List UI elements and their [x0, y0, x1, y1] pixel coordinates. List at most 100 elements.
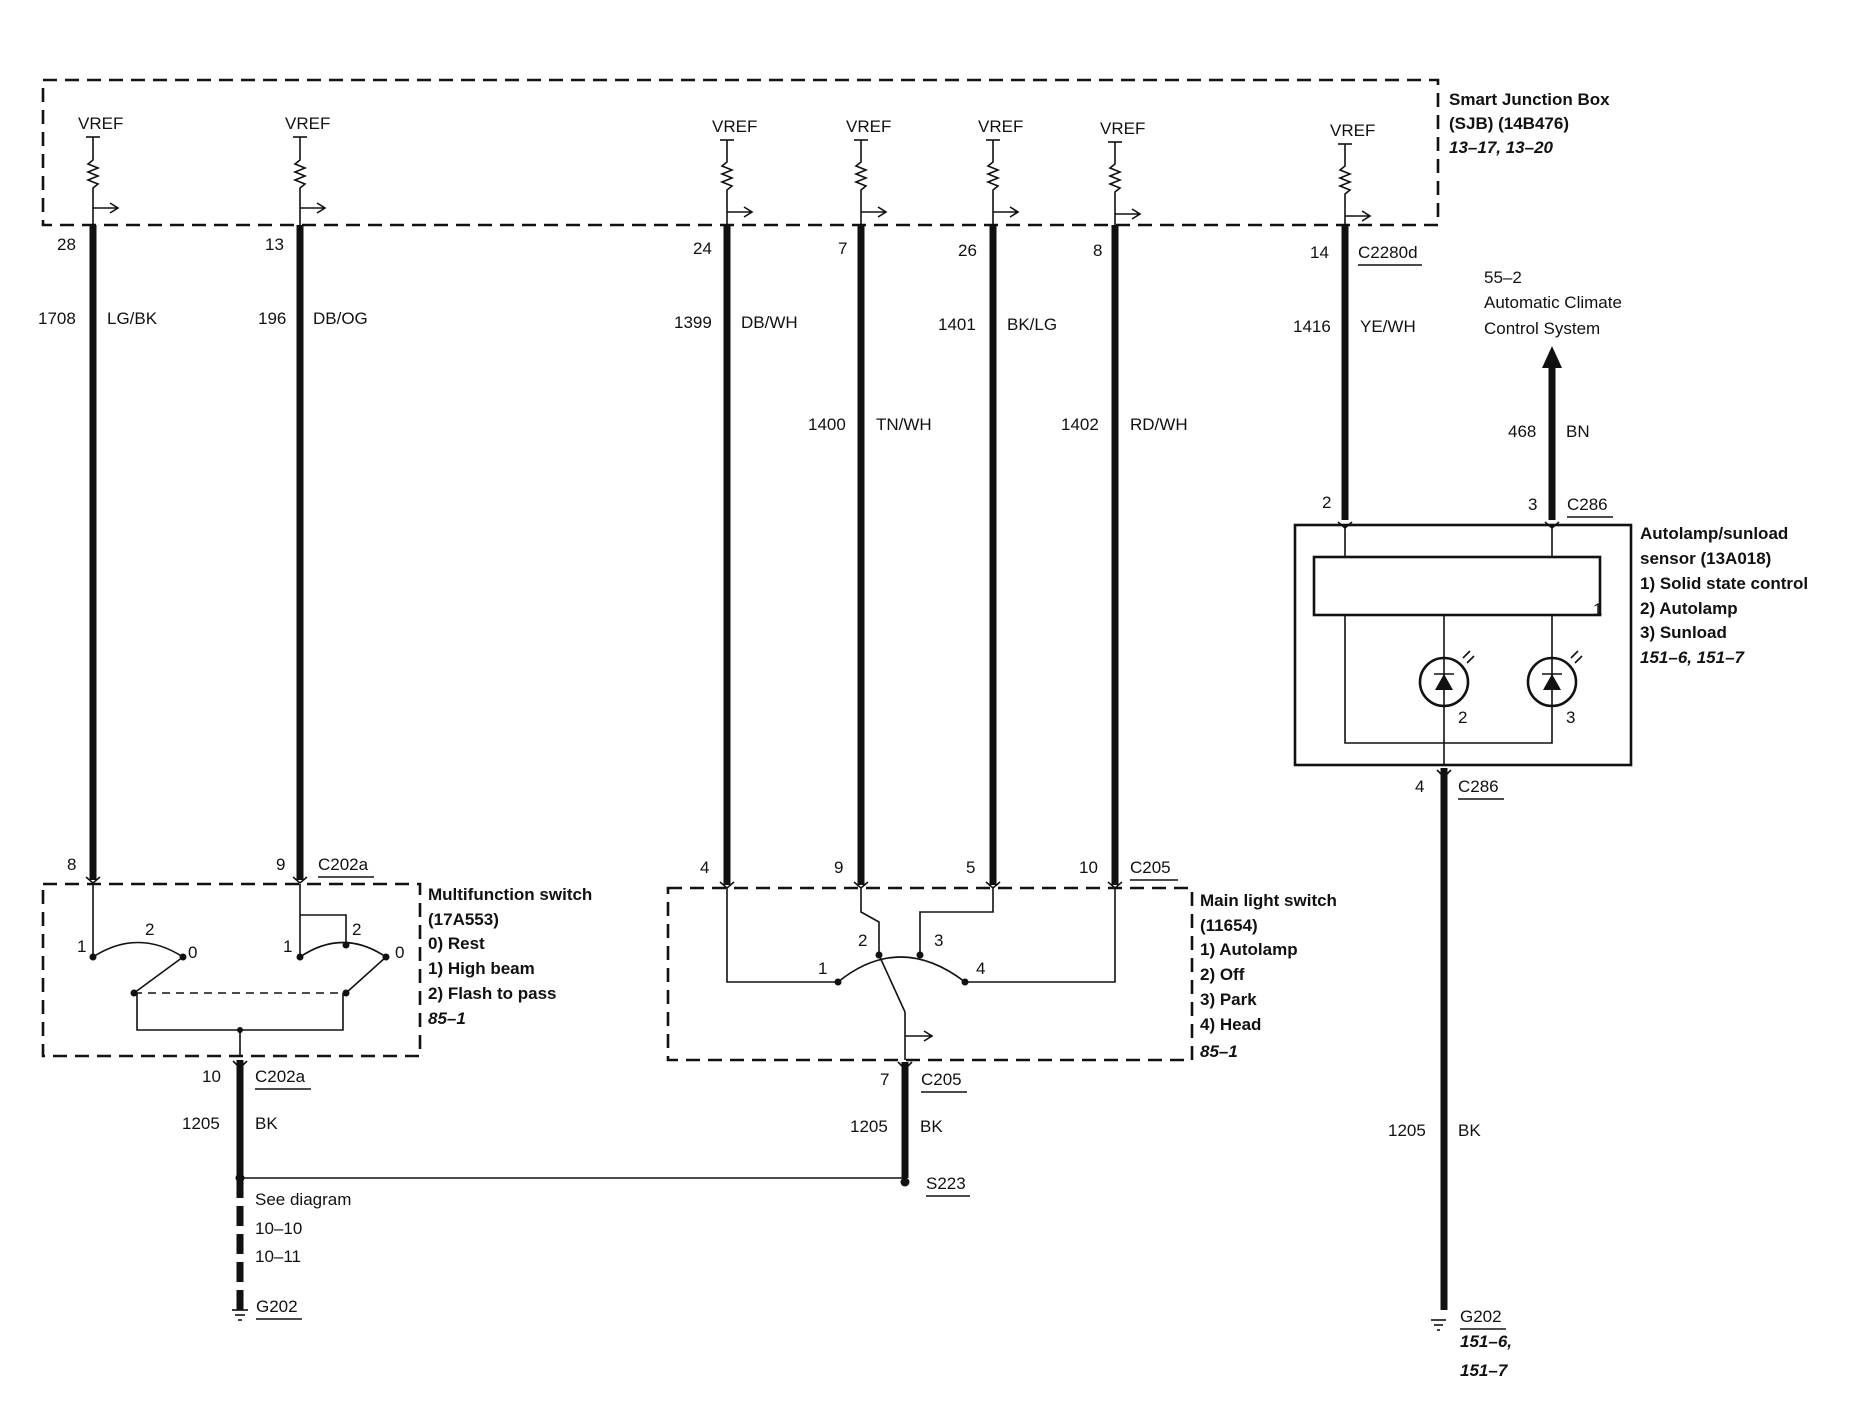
mfs-pin: 8: [67, 855, 76, 874]
sensor-item: 1) Solid state control: [1640, 574, 1808, 593]
sunload-photodiode-icon: [1526, 650, 1583, 708]
wire-circuit: 1400: [808, 415, 846, 434]
mfs-ref: 85–1: [428, 1009, 466, 1028]
climate-line1: Automatic Climate: [1484, 293, 1622, 312]
sensor-title2: sensor (13A018): [1640, 549, 1771, 568]
wire-circuit: 1205: [850, 1117, 888, 1136]
sensor-inner-pin: 1: [1593, 600, 1602, 619]
vref-pullup: VREF: [285, 114, 330, 225]
sjb-pin: 8: [1093, 241, 1102, 260]
mfs-ground-connector: C202a: [255, 1067, 306, 1086]
wire-circuit: 1399: [674, 313, 712, 332]
sjb-pin: 7: [838, 239, 847, 258]
wire-color: DB/OG: [313, 309, 368, 328]
ground-label: G202: [256, 1297, 298, 1316]
mls-pin: 9: [834, 858, 843, 877]
vref-pullup: VREF: [78, 114, 123, 225]
wire-color: YE/WH: [1360, 317, 1416, 336]
sjb-subtitle: (SJB) (14B476): [1449, 114, 1569, 133]
sensor-inner-pin: 3: [1566, 708, 1575, 727]
sensor-title1: Autolamp/sunload: [1640, 524, 1788, 543]
wire-circuit: 1708: [38, 309, 76, 328]
mls-pin: 5: [966, 858, 975, 877]
wire-color: BK: [920, 1117, 943, 1136]
vref-pullup: VREF: [1330, 121, 1375, 225]
svg-text:VREF: VREF: [846, 117, 891, 136]
mls-title1: Main light switch: [1200, 891, 1337, 910]
sjb-pin: 13: [265, 235, 284, 254]
wire-circuit: 196: [258, 309, 286, 328]
see-diagram-ref: 10–10: [255, 1219, 302, 1238]
sjb-connector: C2280d: [1358, 243, 1418, 262]
sensor-pin: 2: [1322, 493, 1331, 512]
svg-text:1: 1: [77, 937, 86, 956]
sensor-item: 2) Autolamp: [1640, 599, 1738, 618]
sensor-pin: 4: [1415, 777, 1424, 796]
sjb-pin: 24: [693, 239, 712, 258]
sjb-pin: 28: [57, 235, 76, 254]
svg-text:VREF: VREF: [712, 117, 757, 136]
mfs-title1: Multifunction switch: [428, 885, 592, 904]
svg-text:2: 2: [145, 920, 154, 939]
splice-label: S223: [926, 1174, 966, 1193]
vref-pullups: VREF VREF VREF VREF VREF: [78, 114, 1375, 225]
vref-pullup: VREF: [846, 117, 891, 225]
wire-circuit: 1205: [1388, 1121, 1426, 1140]
svg-text:2: 2: [858, 931, 867, 950]
main-light-switch-box: [666, 886, 1194, 1062]
mfs-connector: C202a: [318, 855, 369, 874]
svg-text:VREF: VREF: [978, 117, 1023, 136]
vref-pullup: VREF: [1100, 119, 1145, 225]
svg-text:1: 1: [283, 937, 292, 956]
sensor-pin: 3: [1528, 495, 1537, 514]
solid-state-control: [1312, 555, 1602, 617]
svg-text:3: 3: [934, 931, 943, 950]
sjb-pin: 26: [958, 241, 977, 260]
svg-text:2: 2: [352, 920, 361, 939]
climate-ref: 55–2: [1484, 268, 1522, 287]
mls-item: 1) Autolamp: [1200, 940, 1298, 959]
mfs-item: 2) Flash to pass: [428, 984, 556, 1003]
multifunction-switch-box: [41, 882, 422, 1058]
svg-text:4: 4: [976, 959, 985, 978]
ground-icon: [1431, 1319, 1446, 1331]
ground-label: G202: [1460, 1307, 1502, 1326]
wire-color: DB/WH: [741, 313, 798, 332]
see-diagram: See diagram: [255, 1190, 351, 1209]
wire-color: TN/WH: [876, 415, 932, 434]
sjb-title: Smart Junction Box: [1449, 90, 1610, 109]
mls-title2: (11654): [1200, 916, 1258, 935]
svg-text:0: 0: [395, 943, 404, 962]
sensor-ref: 151–6, 151–7: [1640, 648, 1746, 667]
mls-item: 4) Head: [1200, 1015, 1261, 1034]
svg-text:VREF: VREF: [78, 114, 123, 133]
mfs-ground-pin: 10: [202, 1067, 221, 1086]
mls-connector: C205: [1130, 858, 1171, 877]
mls-item: 3) Park: [1200, 990, 1257, 1009]
smart-junction-box: [41, 78, 1440, 227]
wire-circuit: 1205: [182, 1114, 220, 1133]
sensor-connector: C286: [1567, 495, 1608, 514]
svg-text:VREF: VREF: [1100, 119, 1145, 138]
mls-ref: 85–1: [1200, 1042, 1238, 1061]
wire-color: BK/LG: [1007, 315, 1057, 334]
autolamp-sensor-box: [1293, 523, 1633, 767]
multifunction-switch-contacts: 1 2 0 1 2 0: [77, 884, 404, 1056]
wire-color: BK: [1458, 1121, 1481, 1140]
mfs-title2: (17A553): [428, 910, 499, 929]
wire-circuit: 1401: [938, 315, 976, 334]
main-light-switch-contacts: 1 2 3 4: [726, 888, 1116, 1060]
mfs-pin: 9: [276, 855, 285, 874]
mls-pin: 10: [1079, 858, 1098, 877]
sensor-inner-pin: 2: [1458, 708, 1467, 727]
svg-text:VREF: VREF: [1330, 121, 1375, 140]
wire-circuit: 468: [1508, 422, 1536, 441]
ground-ref: 151–6,: [1460, 1332, 1512, 1351]
sensor-item: 3) Sunload: [1640, 623, 1727, 642]
wire-color: LG/BK: [107, 309, 158, 328]
mls-ground-pin: 7: [880, 1070, 889, 1089]
climate-arrow-icon: [1542, 346, 1562, 368]
mls-item: 2) Off: [1200, 965, 1245, 984]
climate-line2: Control System: [1484, 319, 1600, 338]
